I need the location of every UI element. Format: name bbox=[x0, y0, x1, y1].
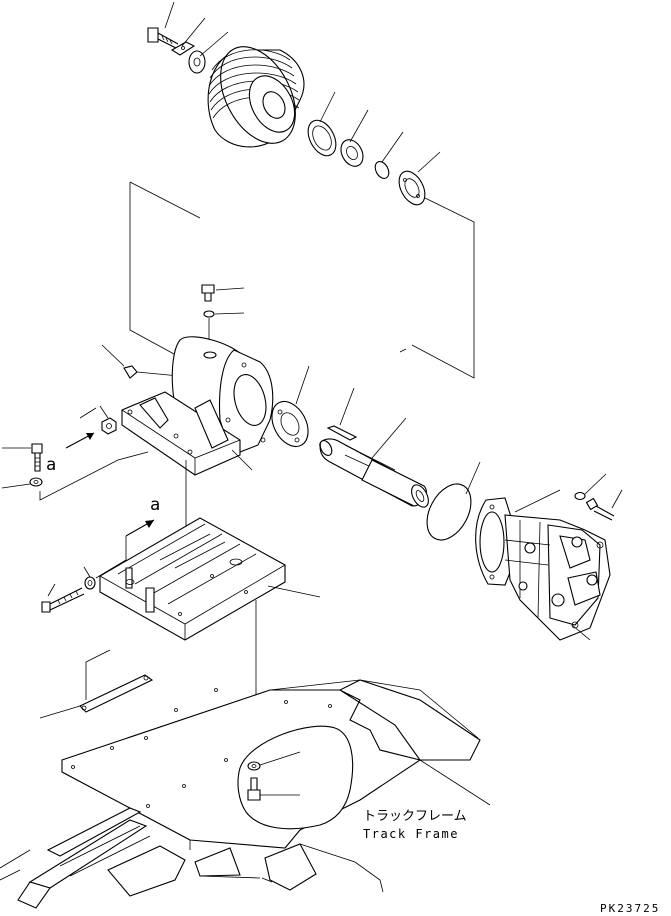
bearing-housing-group bbox=[80, 285, 273, 475]
o-ring bbox=[418, 462, 480, 547]
spacer-ring bbox=[302, 116, 341, 161]
mount-plate bbox=[100, 518, 285, 640]
pulley-lock-plate bbox=[172, 42, 194, 55]
snap-ring bbox=[372, 159, 391, 181]
pulley-bolt bbox=[148, 28, 178, 48]
drawing-number: PK23725 bbox=[600, 902, 660, 915]
mount-plate-group: a bbox=[42, 460, 320, 640]
pump-mount-bolt bbox=[587, 490, 622, 520]
strap-plate bbox=[40, 650, 152, 718]
pump-mount-washer bbox=[575, 474, 606, 500]
frame-bolt bbox=[248, 778, 300, 800]
callout-a-left: a bbox=[46, 455, 56, 475]
track-frame bbox=[0, 680, 480, 908]
housing-top-bolt bbox=[202, 285, 244, 301]
hydraulic-pump-group bbox=[476, 474, 622, 640]
frame-washer bbox=[248, 752, 300, 770]
pulley-bearing bbox=[337, 136, 368, 170]
multi-groove-pulley bbox=[205, 34, 310, 156]
pulley-leaders bbox=[165, 2, 440, 172]
hex-nut bbox=[100, 406, 116, 434]
assembly-outline bbox=[130, 182, 474, 378]
pulley-group bbox=[148, 2, 440, 209]
assembly-arrow-left bbox=[66, 433, 94, 448]
track-frame-label-jp: トラックフレーム bbox=[363, 809, 467, 824]
assembly-arrow-a bbox=[126, 520, 154, 536]
frame-leader bbox=[420, 760, 490, 805]
shaft-group bbox=[265, 366, 480, 547]
callout-a-arrow: a bbox=[150, 495, 160, 515]
washer-left bbox=[2, 478, 42, 488]
bracket-fasteners: a bbox=[2, 406, 148, 500]
pulley-washer bbox=[189, 51, 205, 73]
housing-base-bracket bbox=[122, 392, 240, 475]
housing-top-washer bbox=[204, 311, 244, 317]
track-frame-label-en: Track Frame bbox=[363, 827, 459, 841]
housing-plug bbox=[102, 345, 190, 378]
shaft-bearing bbox=[265, 366, 316, 453]
outer-bearing bbox=[394, 167, 430, 209]
hydraulic-pump bbox=[476, 498, 610, 640]
shaft-key bbox=[328, 388, 356, 440]
hex-bolt-left bbox=[2, 444, 42, 471]
plate-bolt bbox=[42, 588, 84, 612]
plate-washer bbox=[84, 567, 95, 589]
drive-shaft bbox=[318, 418, 432, 510]
